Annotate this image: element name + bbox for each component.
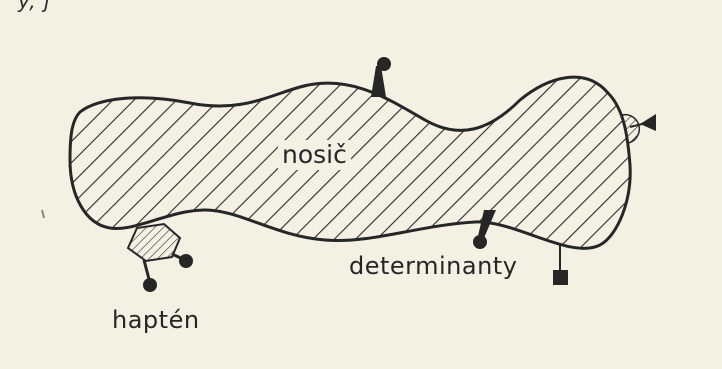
determinant-right — [621, 113, 656, 144]
determinant-square — [553, 245, 568, 285]
paper-speck — [41, 209, 45, 219]
carrier-label: nosič — [278, 140, 351, 170]
determinant-top — [371, 57, 391, 97]
hapten-label: haptén — [112, 306, 200, 334]
hapten-group — [126, 222, 193, 292]
determinants-label: determinanty — [349, 252, 518, 280]
cropped-header-text: y, j — [18, 0, 51, 13]
determinant-bottom — [473, 210, 496, 249]
